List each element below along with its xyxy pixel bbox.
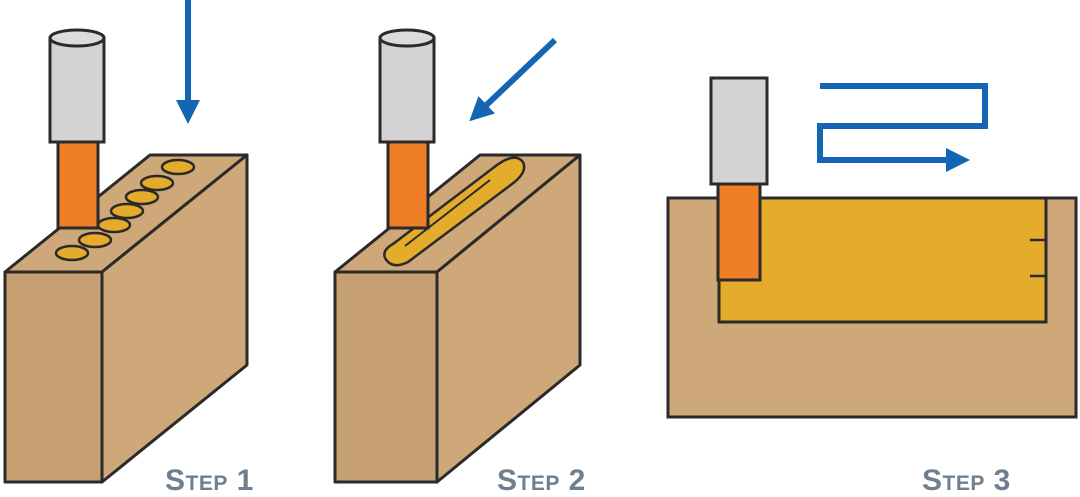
drilled-hole [124,188,160,206]
step-1-router-bit [48,28,106,230]
routed-slot [383,156,526,267]
shank-top [378,28,436,48]
step-1-holes [54,158,196,262]
bit-shank [709,76,769,186]
drilled-hole [160,158,196,176]
bit-shank [378,36,436,144]
slot-inner-wall [404,179,491,247]
cutter-flute [716,180,762,282]
cutter-flute [386,138,430,230]
step-2-label: Step 2 [497,464,586,497]
drilled-hole [54,244,90,262]
block-front-face [3,270,104,484]
pocket-edge-ticks [1030,238,1046,278]
diagonal-arrow-icon [469,37,558,122]
shank-top [48,28,106,48]
block-side-face [100,153,249,484]
block-side-face [435,153,582,484]
step-3-label: Step 3 [922,464,1011,497]
bit-shank [48,36,106,144]
drilled-hole [77,231,113,249]
block-front-face [333,270,439,484]
step-3-panel: Step 3 [666,76,1078,497]
drilled-hole [109,202,145,220]
drilled-hole [96,216,132,234]
cutter-flute [56,138,100,230]
step-1-label: Step 1 [165,464,254,497]
drilled-hole [139,174,175,192]
zigzag-arrow-icon [817,83,988,172]
step-1-panel: Step 1 [3,0,254,497]
routed-pocket [717,196,1048,324]
step-2-router-bit [378,28,436,230]
step-3-router-bit [709,76,769,282]
step-2-panel: Step 2 [333,28,586,497]
